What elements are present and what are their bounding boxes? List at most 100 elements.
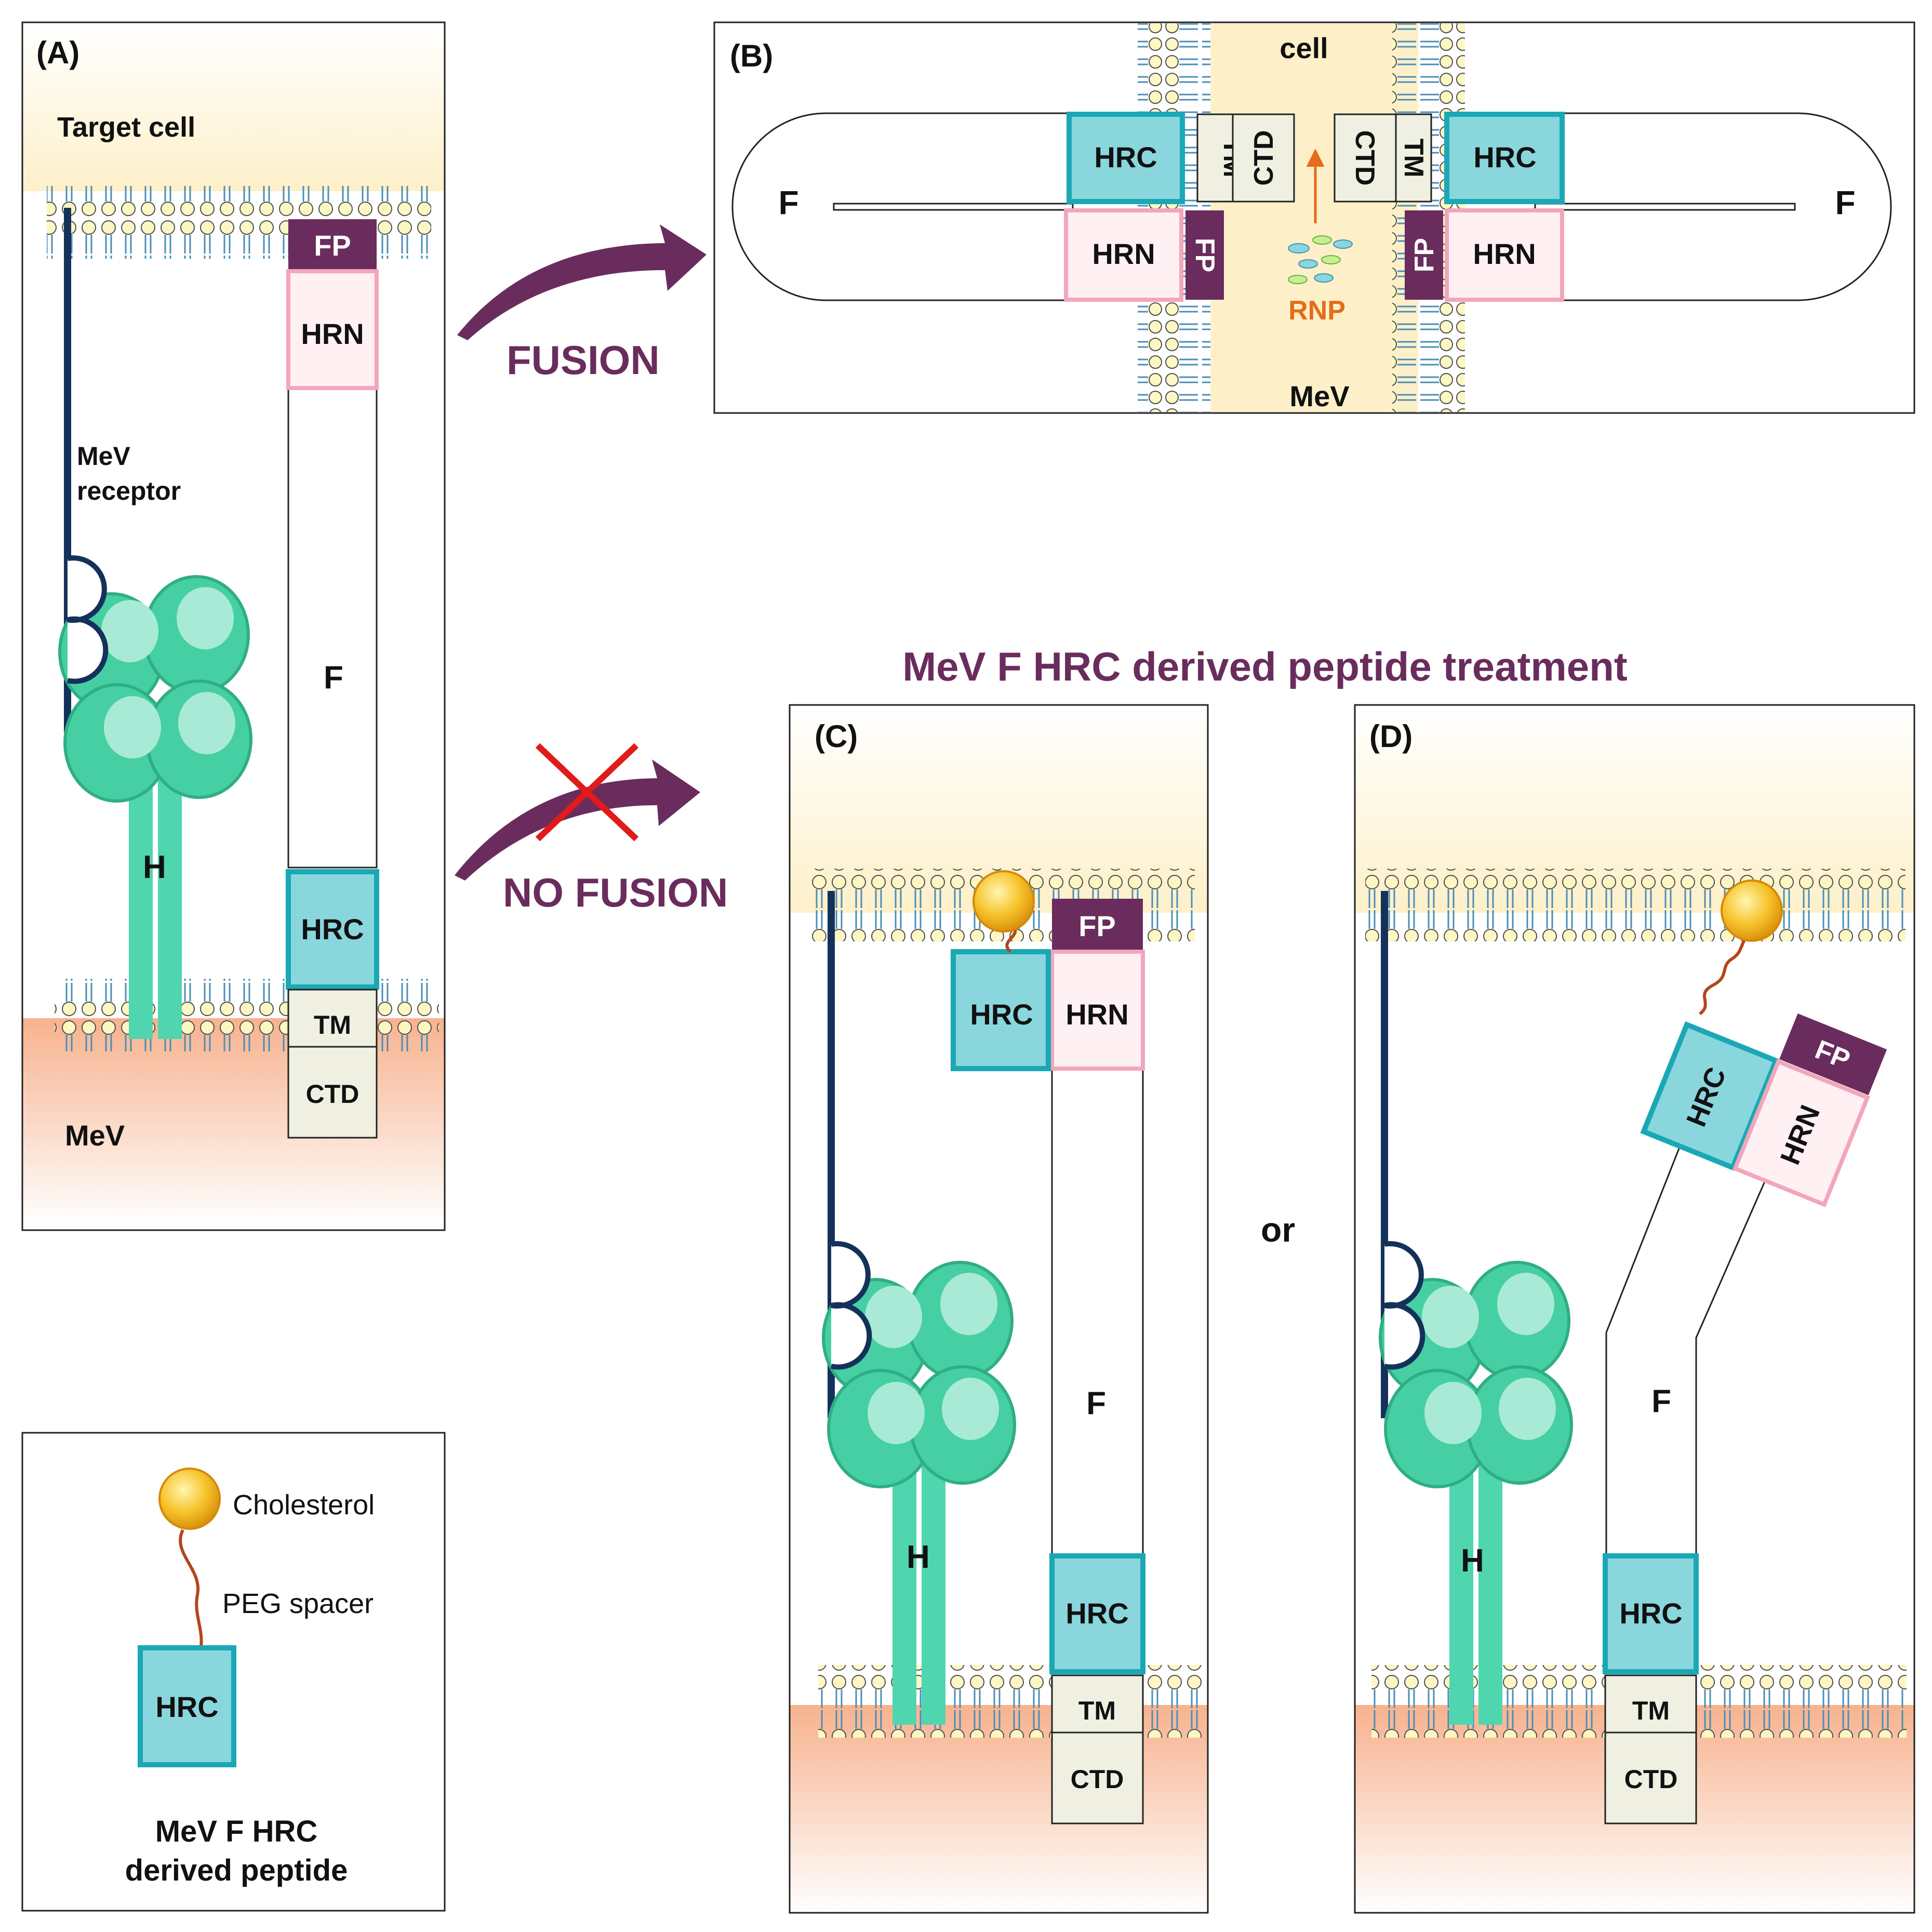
tm-box <box>287 989 378 1048</box>
tm-label: TM <box>314 1010 351 1040</box>
panel-c: (C) H F FP HRN HRC HRC TM CTD <box>789 704 1209 1914</box>
left-tm-box <box>1196 113 1234 203</box>
target-cell-region <box>22 22 445 191</box>
rnp-label: RNP <box>1288 296 1345 326</box>
h-protein <box>58 575 252 1039</box>
fusion-label: FUSION <box>507 337 660 383</box>
panel-c-hrc-label: HRC <box>1065 1597 1128 1630</box>
treatment-title: MeV F HRC derived peptide treatment <box>902 644 1628 689</box>
rnp-particles <box>1288 235 1353 284</box>
panel-c-label: (C) <box>815 719 858 754</box>
virus-membrane <box>55 979 439 1051</box>
legend-caption-line2: derived peptide <box>125 1854 348 1887</box>
panel-d-hrc-label: HRC <box>1619 1597 1682 1630</box>
hrc-box <box>286 869 379 990</box>
fp-box <box>288 219 377 269</box>
receptor-label-line1: MeV <box>77 442 130 471</box>
legend-caption-line1: MeV F HRC <box>155 1815 318 1848</box>
left-hrn-box <box>1064 208 1183 302</box>
left-f-outline <box>731 112 1070 301</box>
panel-c-peptide-hrc-box <box>951 949 1051 1071</box>
panel-d-peg-spacer <box>1699 934 1750 1016</box>
panel-c-tm-label: TM <box>1078 1696 1116 1725</box>
legend-cholesterol-label: Cholesterol <box>233 1489 375 1521</box>
right-hrc-label: HRC <box>1473 141 1536 174</box>
panel-c-peptide-hrc-label: HRC <box>970 998 1033 1031</box>
panel-d-ctd-box <box>1604 1731 1697 1824</box>
hrn-label: HRN <box>301 317 364 350</box>
panel-a: (A) Target cell MeV MeV receptor H F FP … <box>21 21 446 1231</box>
fusion-arrow: FUSION <box>457 224 707 383</box>
panel-d-tilted-complex: HRC HRN FP <box>1640 1013 1887 1207</box>
receptor-label-line2: receptor <box>77 476 181 505</box>
mev-label: MeV <box>65 1119 125 1152</box>
f-label: F <box>324 660 343 696</box>
panel-d-frame <box>1354 704 1915 1914</box>
panel-d-f-stalk <box>1605 1131 1773 1556</box>
left-hrc-box <box>1067 112 1185 204</box>
left-fp-box <box>1185 210 1224 300</box>
right-f-outline <box>1538 112 1892 301</box>
panel-a-frame <box>21 21 446 1231</box>
panel-c-h-protein <box>822 1261 1016 1725</box>
panel-b: (B) cell MeV F HRC TM CTD HRN FP F HRC T… <box>713 21 1915 414</box>
left-fp-label: FP <box>1190 238 1220 272</box>
panel-d-label: (D) <box>1369 719 1413 754</box>
panel-c-hrn-label: HRN <box>1065 998 1128 1031</box>
left-hrn-label: HRN <box>1092 237 1155 270</box>
no-fusion-arrow: NO FUSION <box>455 743 728 915</box>
left-ctd-label: CTD <box>1249 130 1279 186</box>
right-tm-box <box>1395 113 1432 203</box>
panel-c-cholesterol <box>972 870 1035 932</box>
panel-d-h-protein <box>1379 1261 1573 1725</box>
ctd-label: CTD <box>306 1080 359 1109</box>
legend-panel: Cholesterol PEG spacer HRC MeV F HRC der… <box>21 1432 446 1912</box>
cell-label: cell <box>1280 32 1328 64</box>
f-left-label: F <box>778 184 798 221</box>
panel-d-hrc-box <box>1603 1553 1699 1674</box>
panel-d-peptide-hrc-box <box>1640 1021 1780 1171</box>
legend-hrc-label: HRC <box>155 1690 218 1723</box>
no-fusion-cross <box>535 743 639 842</box>
panel-d-tm-label: TM <box>1632 1696 1670 1725</box>
panel-d-cholesterol <box>1721 880 1783 942</box>
ctd-box <box>287 1046 378 1139</box>
panel-c-receptor-domains <box>830 1241 872 1370</box>
or-text: or <box>1261 1210 1295 1249</box>
legend-hrc-box <box>138 1645 236 1767</box>
right-tm-label: TM <box>1398 138 1429 177</box>
no-fusion-label: NO FUSION <box>503 870 728 915</box>
target-cell-label: Target cell <box>57 112 195 143</box>
fp-label: FP <box>314 229 351 262</box>
panel-d-h-label: H <box>1461 1543 1484 1579</box>
panel-d-fp-box <box>1779 1013 1887 1096</box>
h-label: H <box>143 849 166 885</box>
panel-d-f-label: F <box>1651 1383 1671 1419</box>
legend-cholesterol-icon <box>158 1468 221 1530</box>
mev-pore-label: MeV <box>1289 380 1349 412</box>
panel-c-hrc-box <box>1049 1553 1145 1674</box>
right-ctd-label: CTD <box>1350 130 1380 186</box>
panel-c-f-label: F <box>1086 1385 1106 1421</box>
right-fp-label: FP <box>1409 238 1440 272</box>
panel-c-h-label: H <box>907 1539 930 1575</box>
panel-b-label: (B) <box>730 38 773 73</box>
panel-d-hrn-box <box>1732 1059 1870 1207</box>
right-f-stalk <box>1534 203 1796 211</box>
right-fp-box <box>1405 210 1443 300</box>
right-hrn-box <box>1445 208 1564 302</box>
panel-d-receptor-domains <box>1383 1241 1425 1370</box>
right-hrc-box <box>1444 112 1565 204</box>
right-ctd-box <box>1334 113 1397 203</box>
hrc-label: HRC <box>301 913 364 945</box>
f-right-label: F <box>1835 184 1855 221</box>
panel-d-target-membrane <box>1365 869 1906 941</box>
legend-peg-label: PEG spacer <box>222 1588 374 1619</box>
hrn-box <box>286 269 379 390</box>
panel-c-frame <box>789 704 1209 1914</box>
left-ctd-box <box>1232 113 1295 203</box>
right-hrn-label: HRN <box>1473 237 1536 270</box>
panel-d: (D) H F HRC HRN FP HRC TM CTD <box>1354 704 1915 1914</box>
panel-c-ctd-box <box>1051 1731 1144 1824</box>
